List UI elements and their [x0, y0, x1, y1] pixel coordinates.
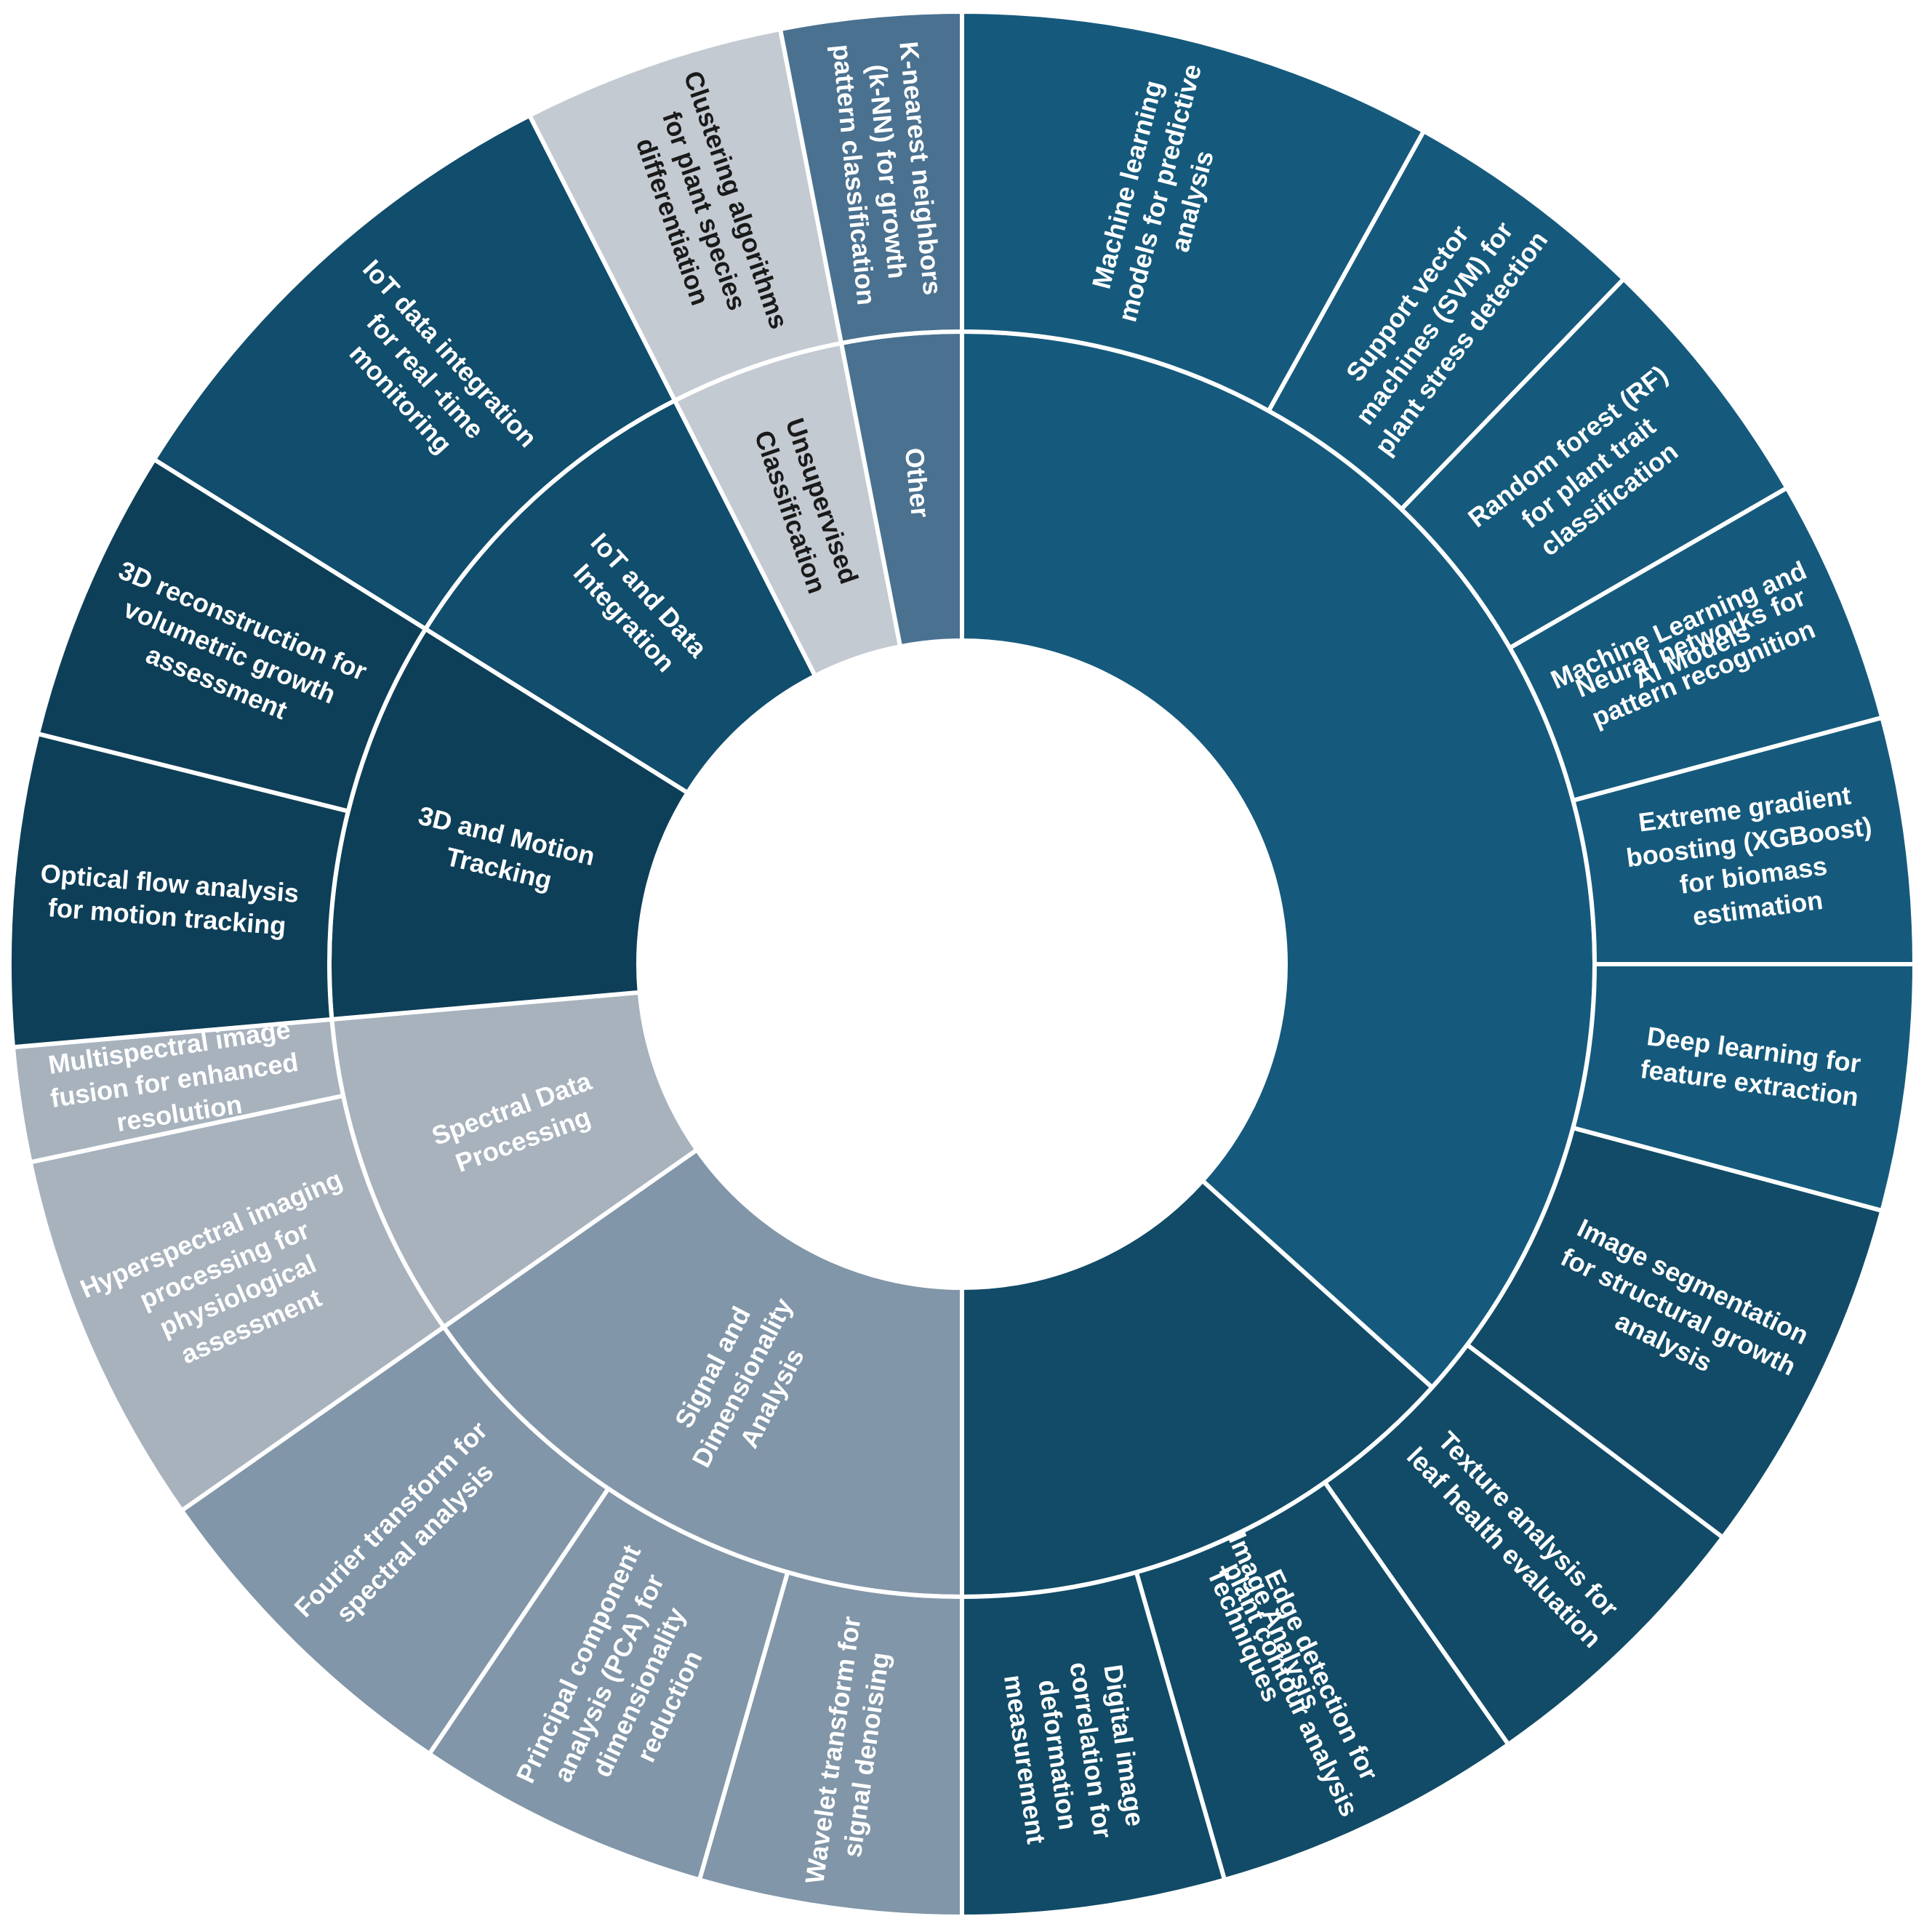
outer-segment-k-nearest-neighbors-k-nn-for-growth-pattern-classification — [777, 9, 964, 346]
inner-ring — [327, 329, 1597, 1600]
inner-label-other: Other — [899, 446, 936, 519]
outer-ring — [7, 9, 1917, 1920]
outer-label-extreme-gradient-boosting-xgboost-for-biomass-estimation: Extreme gradientboosting (XGBoost)for bi… — [1620, 777, 1882, 939]
